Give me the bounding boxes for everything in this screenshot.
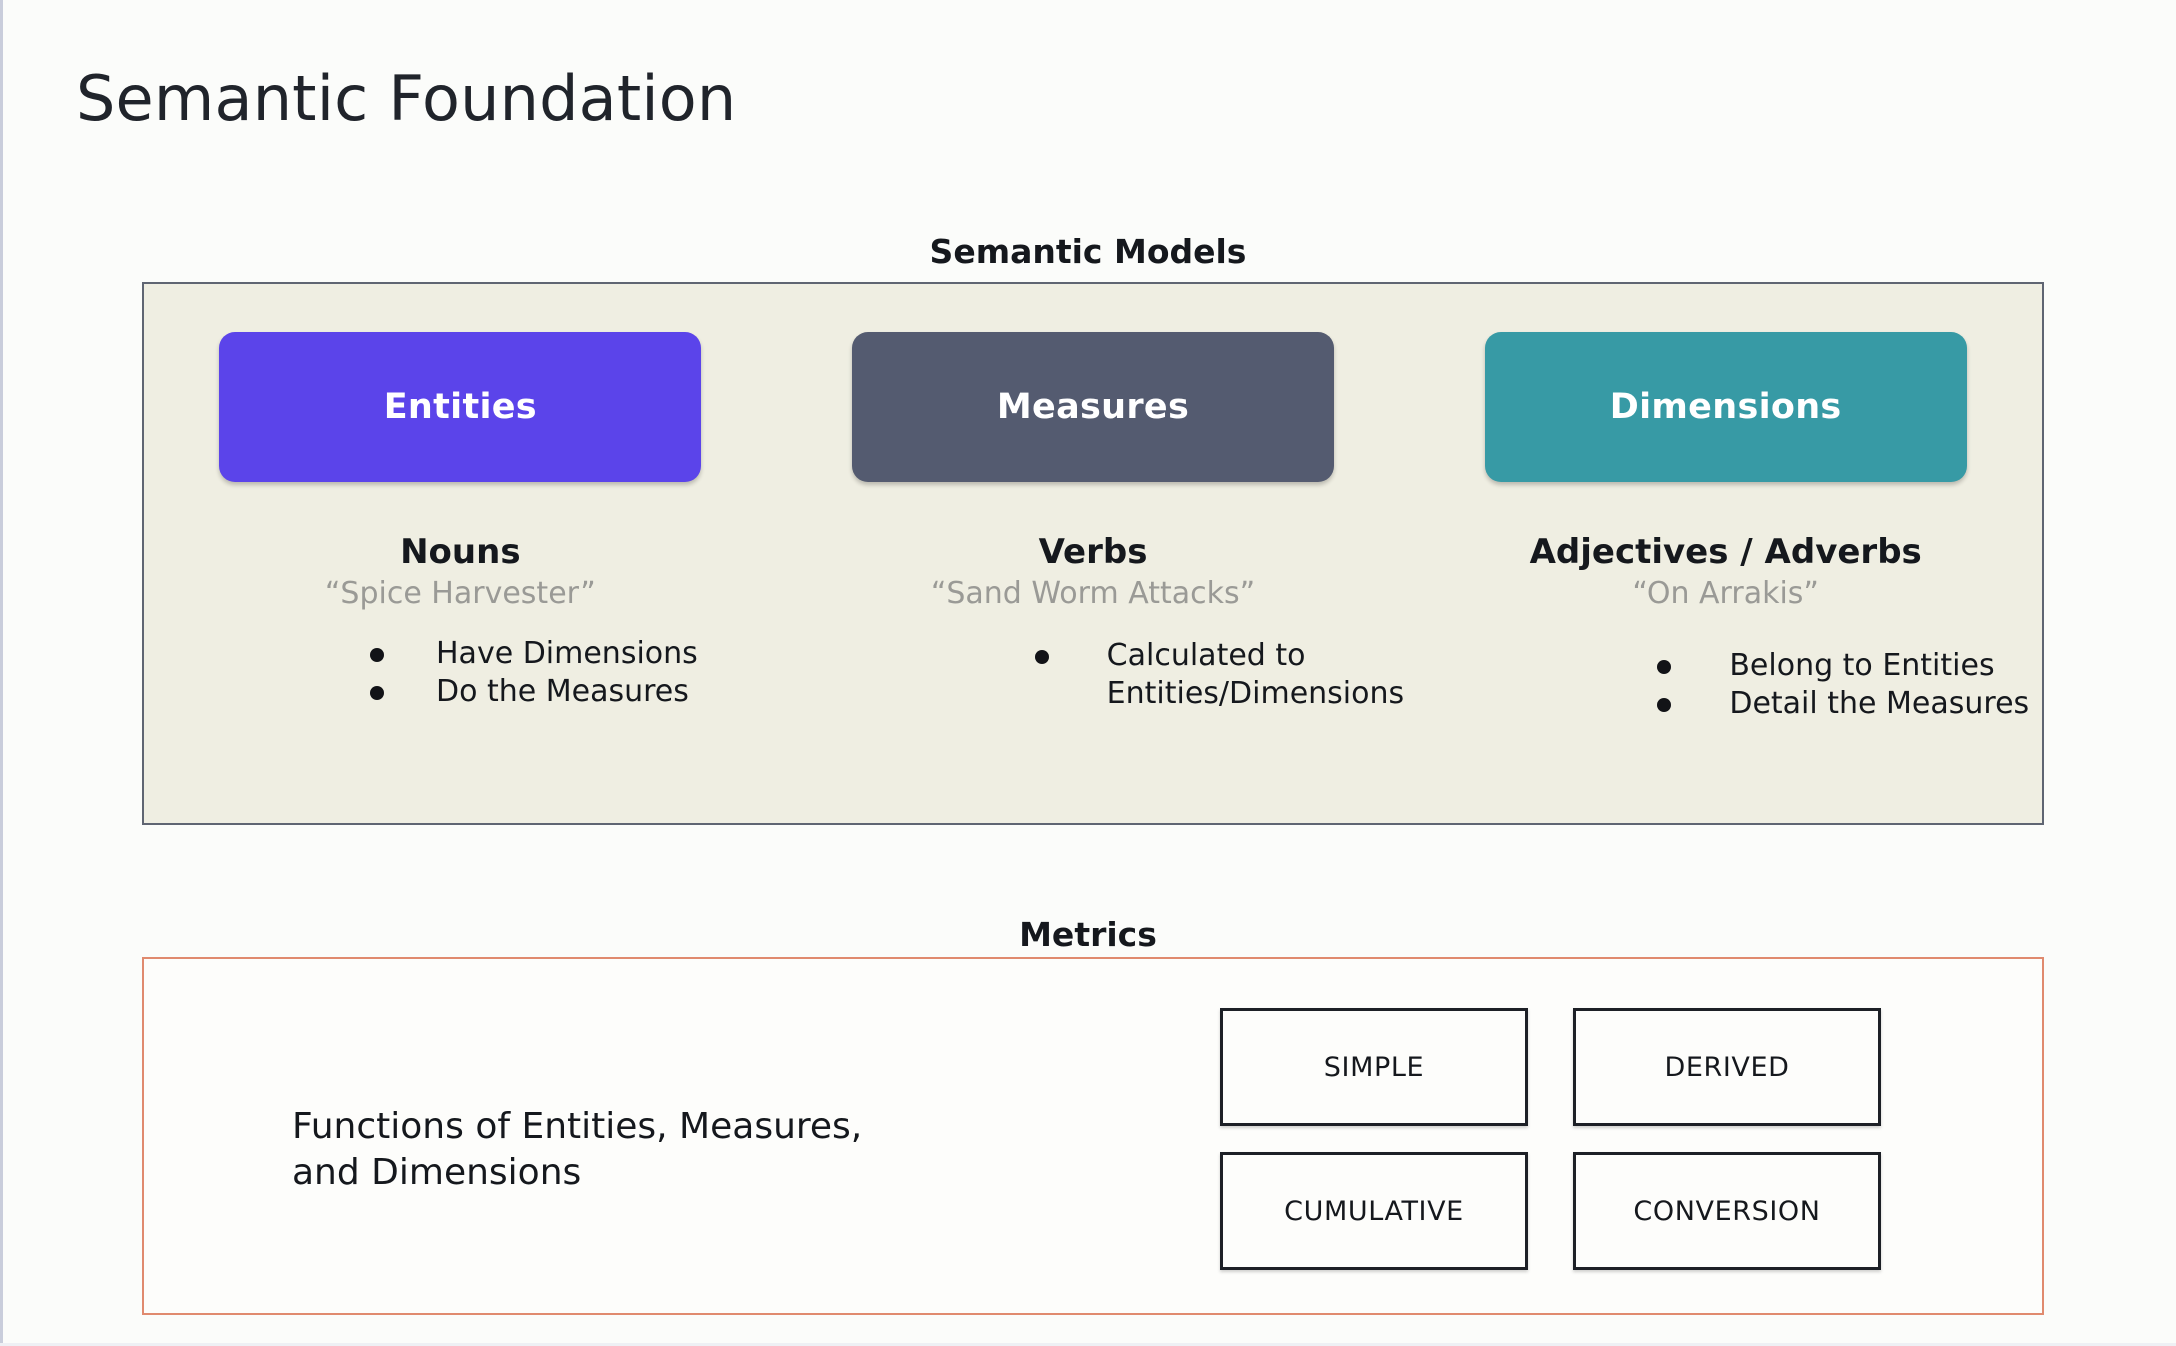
measures-bullet-text: Calculated to Entities/Dimensions (1106, 638, 1405, 712)
bottom-edge-line (0, 1343, 2176, 1346)
semantic-column-entities: Entities Nouns “Spice Harvester” Have Di… (144, 284, 777, 823)
bullet-dot-icon (1034, 650, 1049, 664)
dimensions-bullet-list: Belong to Entities Detail the Measures (1657, 647, 2042, 724)
measures-card[interactable]: Measures (852, 332, 1334, 482)
entities-card[interactable]: Entities (219, 332, 702, 482)
measures-example: “Sand Worm Attacks” (930, 576, 1256, 611)
dimensions-example: “On Arrakis” (1632, 576, 1819, 611)
bullet-dot-icon (1657, 698, 1672, 713)
semantic-models-panel: Entities Nouns “Spice Harvester” Have Di… (142, 282, 2044, 825)
bullet-dot-icon (370, 686, 384, 701)
entities-bullet-list: Have Dimensions Do the Measures (370, 635, 777, 712)
list-item: Detail the Measures (1657, 685, 2042, 723)
metric-type-grid: SIMPLE DERIVED CUMULATIVE CONVERSION (1220, 1008, 1881, 1270)
entities-bullet-text: Do the Measures (436, 674, 689, 710)
list-item: Belong to Entities (1657, 647, 2042, 685)
semantic-column-measures: Measures Verbs “Sand Worm Attacks” Calcu… (777, 284, 1410, 823)
list-item: Do the Measures (370, 673, 777, 711)
semantic-models-heading: Semantic Models (929, 232, 1247, 271)
metric-type-conversion[interactable]: CONVERSION (1573, 1152, 1881, 1270)
metric-type-cumulative[interactable]: CUMULATIVE (1220, 1152, 1528, 1270)
metric-type-derived[interactable]: DERIVED (1573, 1008, 1881, 1126)
entities-part-of-speech: Nouns (400, 532, 521, 572)
dimensions-bullet-text: Belong to Entities (1729, 648, 1995, 683)
page-title: Semantic Foundation (76, 62, 737, 135)
entities-example: “Spice Harvester” (324, 576, 596, 611)
metrics-panel: Functions of Entities, Measures, and Dim… (142, 957, 2044, 1315)
bullet-dot-icon (1657, 660, 1672, 674)
semantic-column-dimensions: Dimensions Adjectives / Adverbs “On Arra… (1409, 284, 2042, 823)
list-item: Have Dimensions (370, 635, 777, 673)
metrics-heading: Metrics (1019, 915, 1157, 954)
metrics-description: Functions of Entities, Measures, and Dim… (292, 1106, 863, 1194)
metric-type-simple[interactable]: SIMPLE (1220, 1008, 1528, 1126)
bullet-dot-icon (370, 648, 384, 662)
measures-part-of-speech: Verbs (1038, 532, 1148, 572)
dimensions-part-of-speech: Adjectives / Adverbs (1529, 532, 1922, 572)
semantic-models-columns: Entities Nouns “Spice Harvester” Have Di… (144, 284, 2042, 823)
list-item: Calculated to Entities/Dimensions (1034, 637, 1410, 714)
dimensions-card[interactable]: Dimensions (1484, 332, 1967, 482)
left-edge-line (0, 0, 3, 1346)
measures-bullet-list: Calculated to Entities/Dimensions (1034, 637, 1410, 714)
dimensions-bullet-text: Detail the Measures (1729, 686, 2030, 722)
entities-bullet-text: Have Dimensions (436, 636, 698, 671)
